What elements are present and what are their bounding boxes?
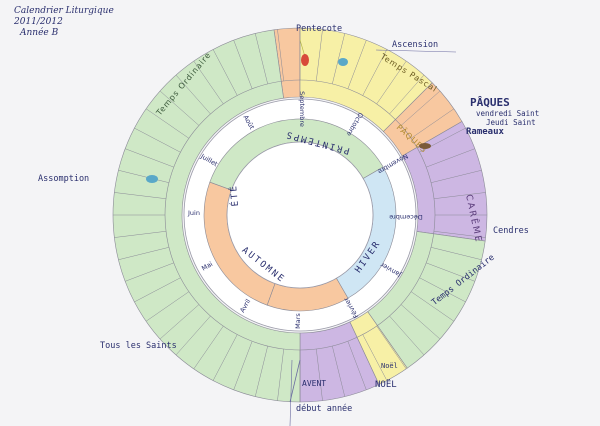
week-tick [426, 148, 475, 168]
calendar-year: 2011/2012 [14, 17, 63, 27]
label-avent: AVENT [302, 379, 327, 388]
label-tous-les-saints: Tous les Saints [100, 341, 177, 351]
week-tick [145, 291, 190, 322]
week-tick [426, 262, 475, 282]
label-assomption: Assomption [38, 174, 90, 184]
label-rameaux: Rameaux [466, 127, 504, 137]
rameaux-mark [419, 143, 431, 149]
temps-ordinaire-summer-segment [112, 29, 301, 403]
debut-pointer-2 [289, 359, 293, 426]
month-label: Mars [294, 313, 302, 329]
week-tick [255, 33, 268, 84]
week-tick [233, 40, 253, 89]
week-ticks [113, 28, 487, 402]
label-ascension: Ascension [392, 40, 439, 50]
week-tick [114, 192, 167, 199]
header: Calendrier Liturgique 2011/2012 Année B [14, 6, 114, 39]
label-noel-small: Noël [381, 362, 398, 370]
week-tick [193, 325, 224, 370]
month-label: Septembre [298, 91, 306, 127]
week-tick [212, 49, 238, 96]
week-tick [145, 108, 190, 139]
week-tick [125, 262, 174, 282]
week-tick [347, 341, 367, 390]
week-tick [255, 346, 268, 397]
ete-label: ÉTÉ [227, 184, 241, 207]
outer-season-ring [112, 27, 488, 403]
week-tick [175, 315, 211, 356]
week-tick [277, 348, 284, 401]
week-tick [400, 90, 441, 126]
label-debut-annee: début année [296, 404, 353, 414]
center-circle [226, 141, 374, 289]
label-cendres: Cendres [493, 226, 529, 236]
week-tick [316, 29, 323, 82]
week-tick [410, 108, 455, 139]
debut-pointer [289, 359, 301, 403]
assomption-mark [146, 175, 158, 183]
label-noel-bottom: NOËL [375, 380, 397, 390]
week-tick [362, 49, 388, 96]
week-tick [376, 325, 407, 370]
week-tick [118, 247, 169, 260]
week-tick [233, 341, 253, 390]
label-vendredi-saint: vendredi Saint [476, 109, 540, 118]
ascension-mark [338, 58, 348, 66]
week-tick [159, 90, 200, 126]
week-tick [316, 348, 323, 401]
calendar-title: Calendrier Liturgique [14, 6, 114, 16]
week-tick [410, 291, 455, 322]
week-tick [332, 346, 345, 397]
week-tick [362, 334, 388, 381]
week-tick [125, 148, 174, 168]
month-label: Juin [187, 209, 200, 217]
label-pentecote: Pentecote [296, 24, 343, 34]
week-tick [431, 170, 482, 183]
week-tick [419, 277, 466, 303]
week-tick [347, 40, 367, 89]
week-tick [114, 231, 167, 238]
week-tick [159, 304, 200, 340]
week-tick [376, 60, 407, 105]
week-tick [431, 247, 482, 260]
pentecote-flame [301, 54, 309, 66]
week-tick [118, 170, 169, 183]
week-tick [433, 192, 486, 199]
week-tick [433, 231, 486, 238]
week-tick [400, 304, 441, 340]
label-jeudi-saint: Jeudi Saint [486, 118, 536, 127]
week-tick [134, 277, 181, 303]
week-tick [175, 74, 211, 115]
ascension-pointer [375, 49, 457, 53]
week-tick [134, 127, 181, 153]
week-tick [389, 315, 425, 356]
month-label: Décembre [389, 213, 423, 221]
outer-ring-divider [164, 79, 436, 351]
week-tick [277, 29, 284, 82]
week-tick [389, 74, 425, 115]
week-tick [193, 60, 224, 105]
calendar-cycle: Année B [20, 28, 59, 38]
label-paques: PÂQUES [470, 96, 510, 109]
week-tick [332, 33, 345, 84]
week-tick [212, 334, 238, 381]
